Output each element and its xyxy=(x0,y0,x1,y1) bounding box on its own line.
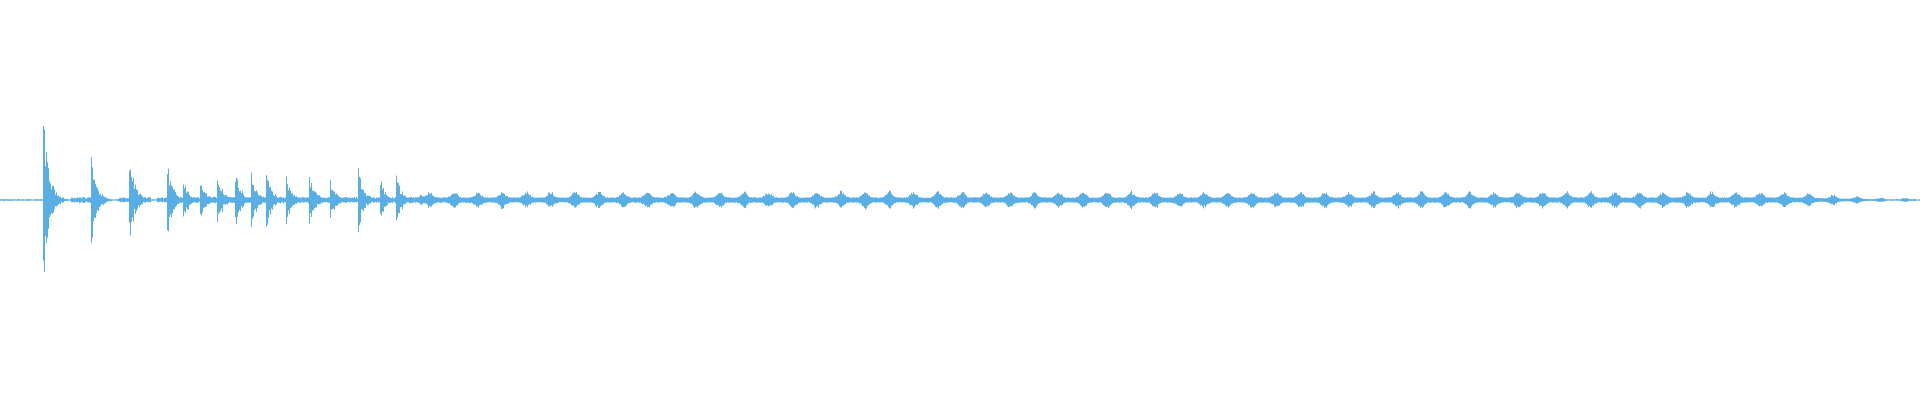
waveform-samples xyxy=(0,125,1920,272)
